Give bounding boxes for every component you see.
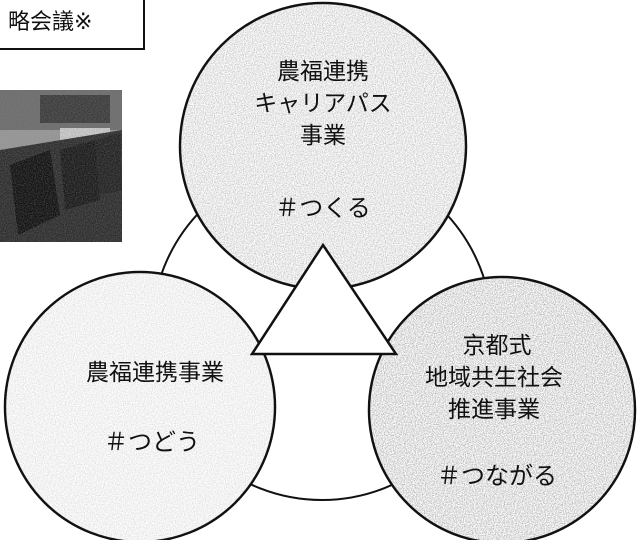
circle-right-line-1: 京都式 [463,333,532,359]
circle-left-label: 農福連携事業 ＃つどう [86,360,224,456]
meeting-room-photo [0,90,122,242]
circle-top-label: 農福連携 キャリアパス 事業 ＃つくる [254,59,392,222]
circle-right-label: 京都式 地域共生社会 推進事業 ＃つながる [425,333,563,490]
header-box: 略会議※ [0,0,145,50]
header-title: 略会議※ [8,10,93,35]
circle-right [367,275,637,544]
circle-top-hashtag: ＃つくる [275,194,371,222]
circle-right-line-3: 推進事業 [448,397,540,423]
circle-left-line-1: 農福連携事業 [86,360,224,386]
circle-top [178,1,468,291]
circle-right-line-2: 地域共生社会 [425,365,563,391]
circle-top-line-2: キャリアパス [254,91,392,117]
circle-right-hashtag: ＃つながる [437,462,557,490]
circle-left [3,270,277,544]
circle-top-line-3: 事業 [300,123,346,149]
circle-top-line-1: 農福連携 [277,59,369,85]
center-triangle [249,242,399,356]
circle-left-hashtag: ＃つどう [104,428,200,456]
